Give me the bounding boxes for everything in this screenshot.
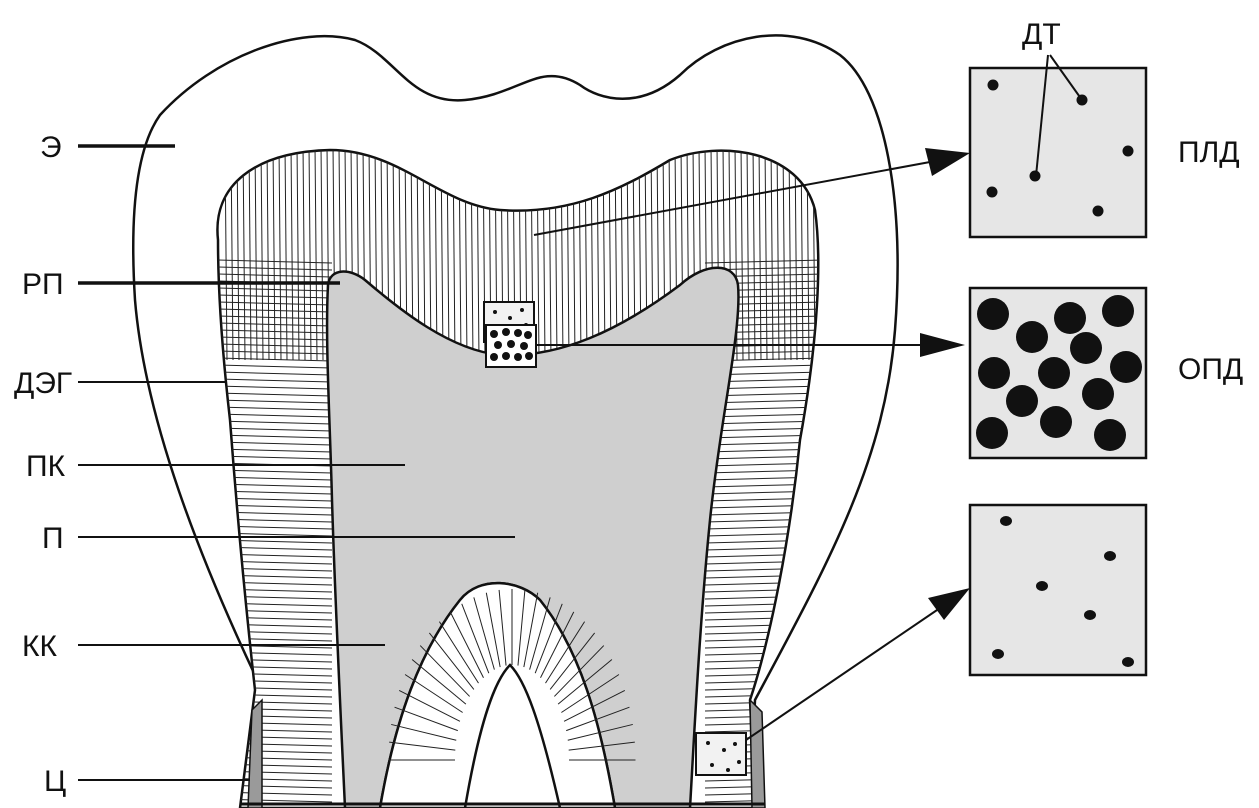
arrow-middle-head: [920, 333, 965, 357]
label-dentin-enamel-border: ДЭГ: [14, 367, 72, 400]
label-enamel: Э: [40, 131, 62, 164]
arrow-bottom-head: [928, 588, 970, 620]
label-dentin-pulp-border: РП: [22, 268, 64, 301]
arrow-top-head: [925, 148, 970, 176]
cementum-right: [750, 700, 765, 808]
sample-box-bottom: [696, 733, 746, 775]
panel-middle-dots: [976, 295, 1142, 451]
label-pulp: П: [42, 522, 64, 555]
label-cementum: Ц: [44, 765, 66, 798]
label-panel-top: ПЛД: [1178, 136, 1240, 169]
panel-top: [970, 68, 1146, 237]
label-dentinal-tubules: ДТ: [1022, 18, 1061, 51]
label-pulp-chamber: ПК: [26, 450, 66, 483]
label-root-canal: КК: [22, 630, 57, 663]
label-panel-middle: ОПД: [1178, 353, 1243, 386]
cementum-left: [248, 700, 262, 808]
